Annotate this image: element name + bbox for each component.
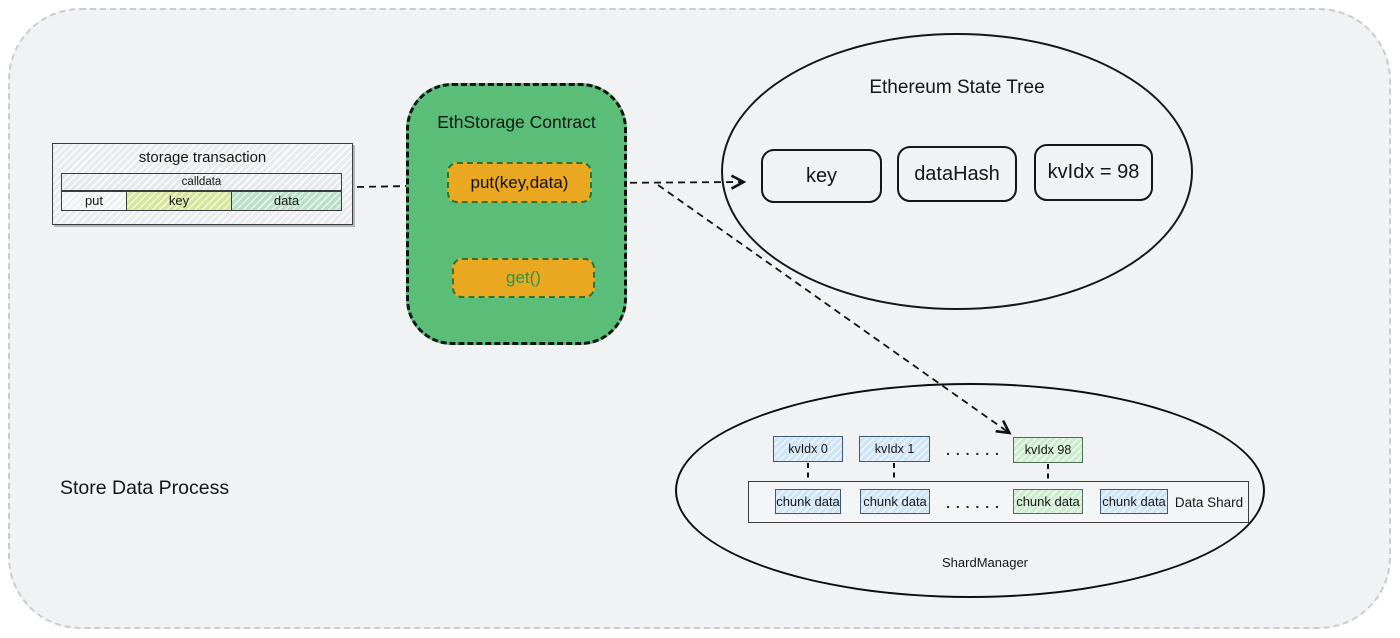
state-tree-datahash-box: dataHash — [897, 146, 1017, 202]
kvidx-0-box: kvIdx 0 — [773, 436, 843, 462]
process-caption: Store Data Process — [60, 477, 230, 499]
state-tree-key-box: key — [761, 149, 882, 203]
chunk-ellipsis: . . . . . . — [946, 495, 1000, 511]
kvidx-ellipsis: . . . . . . — [946, 442, 1000, 458]
ethstorage-contract-title: EthStorage Contract — [437, 112, 596, 132]
state-tree-title: Ethereum State Tree — [869, 77, 1045, 98]
ethstorage-contract-box — [406, 83, 627, 345]
calldata-row: calldata — [61, 173, 342, 191]
chunk-data-box: chunk data — [860, 489, 930, 514]
storage-transaction-title: storage transaction — [138, 149, 267, 166]
calldata-cell-data: data — [231, 191, 342, 211]
chunk-data-box-green: chunk data — [1013, 489, 1083, 514]
state-tree-kvidx-box: kvIdx = 98 — [1034, 144, 1153, 201]
get-method-box: get() — [452, 258, 595, 298]
data-shard-label: Data Shard — [1174, 495, 1244, 510]
kvidx-98-box: kvIdx 98 — [1013, 437, 1083, 463]
put-method-box: put(key,data) — [447, 162, 592, 203]
kvidx-1-box: kvIdx 1 — [859, 436, 930, 462]
calldata-cell-key: key — [126, 191, 232, 211]
chunk-data-box: chunk data — [775, 489, 841, 514]
calldata-cell-put: put — [61, 191, 127, 211]
chunk-data-box: chunk data — [1100, 489, 1168, 514]
shard-manager-title: ShardManager — [942, 555, 1028, 570]
